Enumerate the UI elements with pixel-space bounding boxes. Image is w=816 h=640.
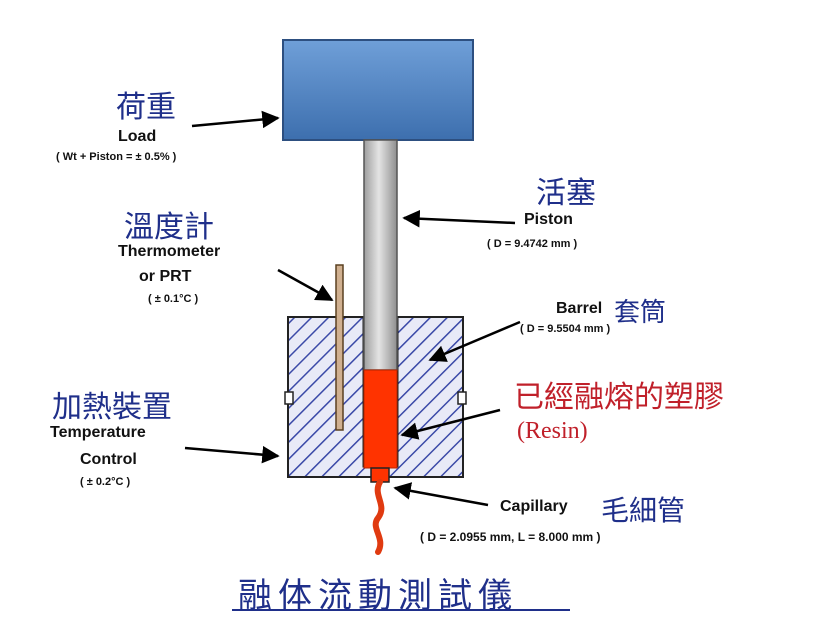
thermometer-arrow [277, 268, 334, 302]
thermometer-label-en: Thermometer [118, 243, 221, 260]
thermometer-spec: ( ± 0.1°C ) [148, 293, 199, 305]
piston [363, 139, 398, 371]
capillary-label-en: Capillary [500, 498, 568, 515]
barrel-label-en: Barrel [556, 300, 603, 317]
resin-label-en: (Resin) [517, 418, 588, 444]
piston-arrow [402, 209, 516, 228]
piston-spec: ( D = 9.4742 mm ) [487, 238, 578, 250]
load-label-en: Load [118, 128, 157, 145]
load-weight [282, 39, 474, 141]
barrel-spec: ( D = 9.5504 mm ) [520, 323, 611, 335]
capillary-arrow [393, 482, 489, 507]
piston-label-en: Piston [524, 211, 573, 228]
capillary-spec: ( D = 2.0955 mm, L = 8.000 mm ) [420, 530, 601, 544]
heater-label-en2: Control [80, 451, 137, 468]
thermometer-label-cn: 溫度計 [124, 210, 214, 245]
load-spec: ( Wt + Piston = ± 0.5% ) [56, 151, 177, 163]
resin-label-cn: 已經融熔的塑膠 [514, 380, 724, 415]
heater-label-cn: 加熱裝置 [52, 390, 172, 425]
resin-arrow [400, 408, 501, 440]
load-label-cn: 荷重 [116, 90, 176, 125]
load-arrow [191, 110, 280, 129]
thermometer [335, 264, 344, 431]
barrel-label-cn: 套筒 [614, 298, 667, 328]
heater-spec: ( ± 0.2°C ) [80, 476, 131, 488]
diagram-title: 融体流動測試儀 [238, 576, 518, 616]
barrel-arrow [428, 320, 521, 362]
capillary-label-cn: 毛細管 [601, 494, 686, 527]
heater-arrow [184, 445, 280, 464]
extrudate [372, 479, 385, 555]
piston-label-cn: 活塞 [536, 176, 596, 211]
thermometer-label-en2: or PRT [139, 268, 192, 285]
heater-label-en: Temperature [50, 424, 146, 441]
resin [363, 369, 398, 469]
